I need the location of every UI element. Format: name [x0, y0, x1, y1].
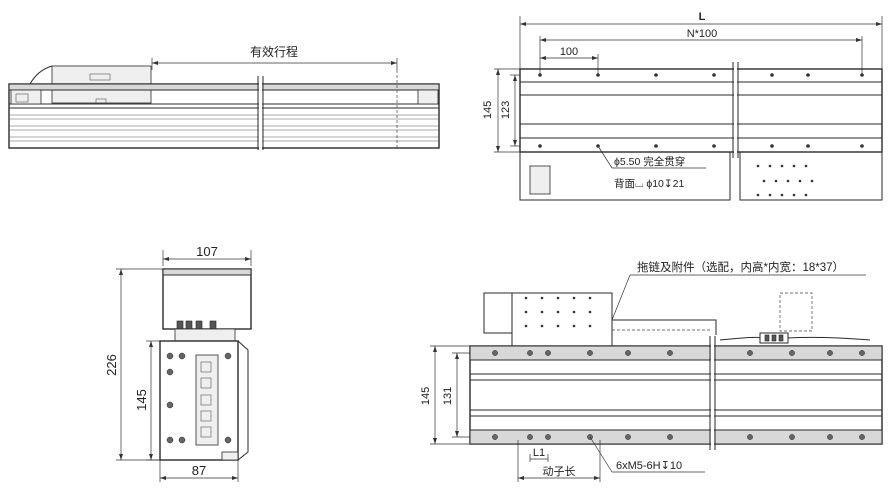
width-87-label: 87 [192, 463, 206, 478]
pitch-N100-label: N*100 [687, 28, 718, 40]
top-view: L N*100 100 145 123 [482, 11, 883, 201]
thru-hole-note: ϕ5.50 完全贯穿 [614, 155, 685, 168]
end-view: 107 226 145 [104, 244, 252, 482]
height-123-label: 123 [500, 101, 512, 119]
pitch-100-label: 100 [560, 46, 578, 58]
height-226-label: 226 [104, 354, 119, 376]
thread-note: 6xM5-6H↧10 [616, 460, 682, 472]
mover-length-label: 动子长 [543, 465, 576, 478]
height-145-label: 145 [482, 101, 494, 119]
height-145-side-label: 145 [134, 389, 149, 411]
effective-stroke-label: 有效行程 [250, 44, 298, 59]
length-L-label: L [699, 11, 706, 23]
counterbore-note: 背面⌴ ϕ10↧21 [614, 177, 685, 190]
bottom-view: 拖链及附件（选配，内高*内宽：18*37） 145 131 [420, 260, 883, 482]
width-107-label: 107 [196, 244, 218, 259]
cable-chain-note: 拖链及附件（选配，内高*内宽：18*37） [637, 260, 844, 274]
height-145-bottom-label: 145 [420, 387, 432, 405]
height-131-label: 131 [442, 387, 454, 405]
L1-label: L1 [533, 447, 545, 459]
front-view: 有效行程 [8, 44, 440, 150]
